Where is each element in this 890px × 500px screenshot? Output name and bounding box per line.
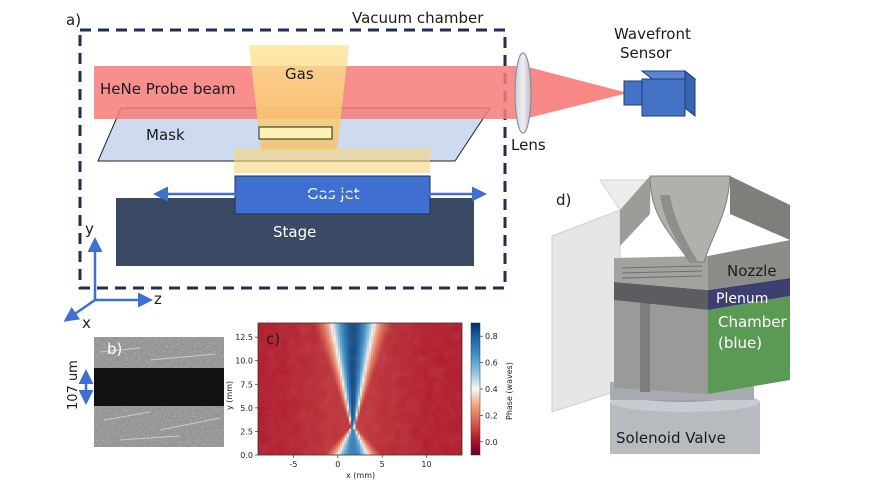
wavefront-sensor xyxy=(623,69,697,118)
gas-label: Gas xyxy=(285,65,314,83)
axis-x-label: x xyxy=(82,314,91,332)
panel-b: b) 107 um xyxy=(66,337,224,447)
mask-slit xyxy=(258,126,333,140)
wavefront-sensor-label-line2: Sensor xyxy=(620,44,672,62)
axis-y-label: y xyxy=(85,220,94,238)
panel-a-label: a) xyxy=(66,11,81,29)
heatmap xyxy=(258,323,462,455)
gas-jet-plume xyxy=(234,148,430,173)
probe-beam-cone xyxy=(524,66,628,119)
vacuum-chamber-label: Vacuum chamber xyxy=(352,9,484,27)
panel-a: a) Vacuum chamber HeNe Probe beam Gas Ma… xyxy=(63,9,697,332)
probe-beam-label: HeNe Probe beam xyxy=(100,80,236,98)
mask-slit-dark xyxy=(94,368,224,406)
slit-width-label: 107 um xyxy=(66,360,81,410)
coordinate-axes xyxy=(63,237,153,322)
axis-z-label: z xyxy=(154,290,162,308)
mask-label: Mask xyxy=(146,126,185,144)
micrograph-scratches xyxy=(99,347,221,441)
lens xyxy=(514,52,532,134)
panel-b-label: b) xyxy=(107,340,122,358)
stage-label: Stage xyxy=(273,223,316,241)
gas-plume xyxy=(249,45,349,150)
wavefront-sensor-label-line1: Wavefront xyxy=(614,25,691,43)
lens-label: Lens xyxy=(511,136,546,154)
